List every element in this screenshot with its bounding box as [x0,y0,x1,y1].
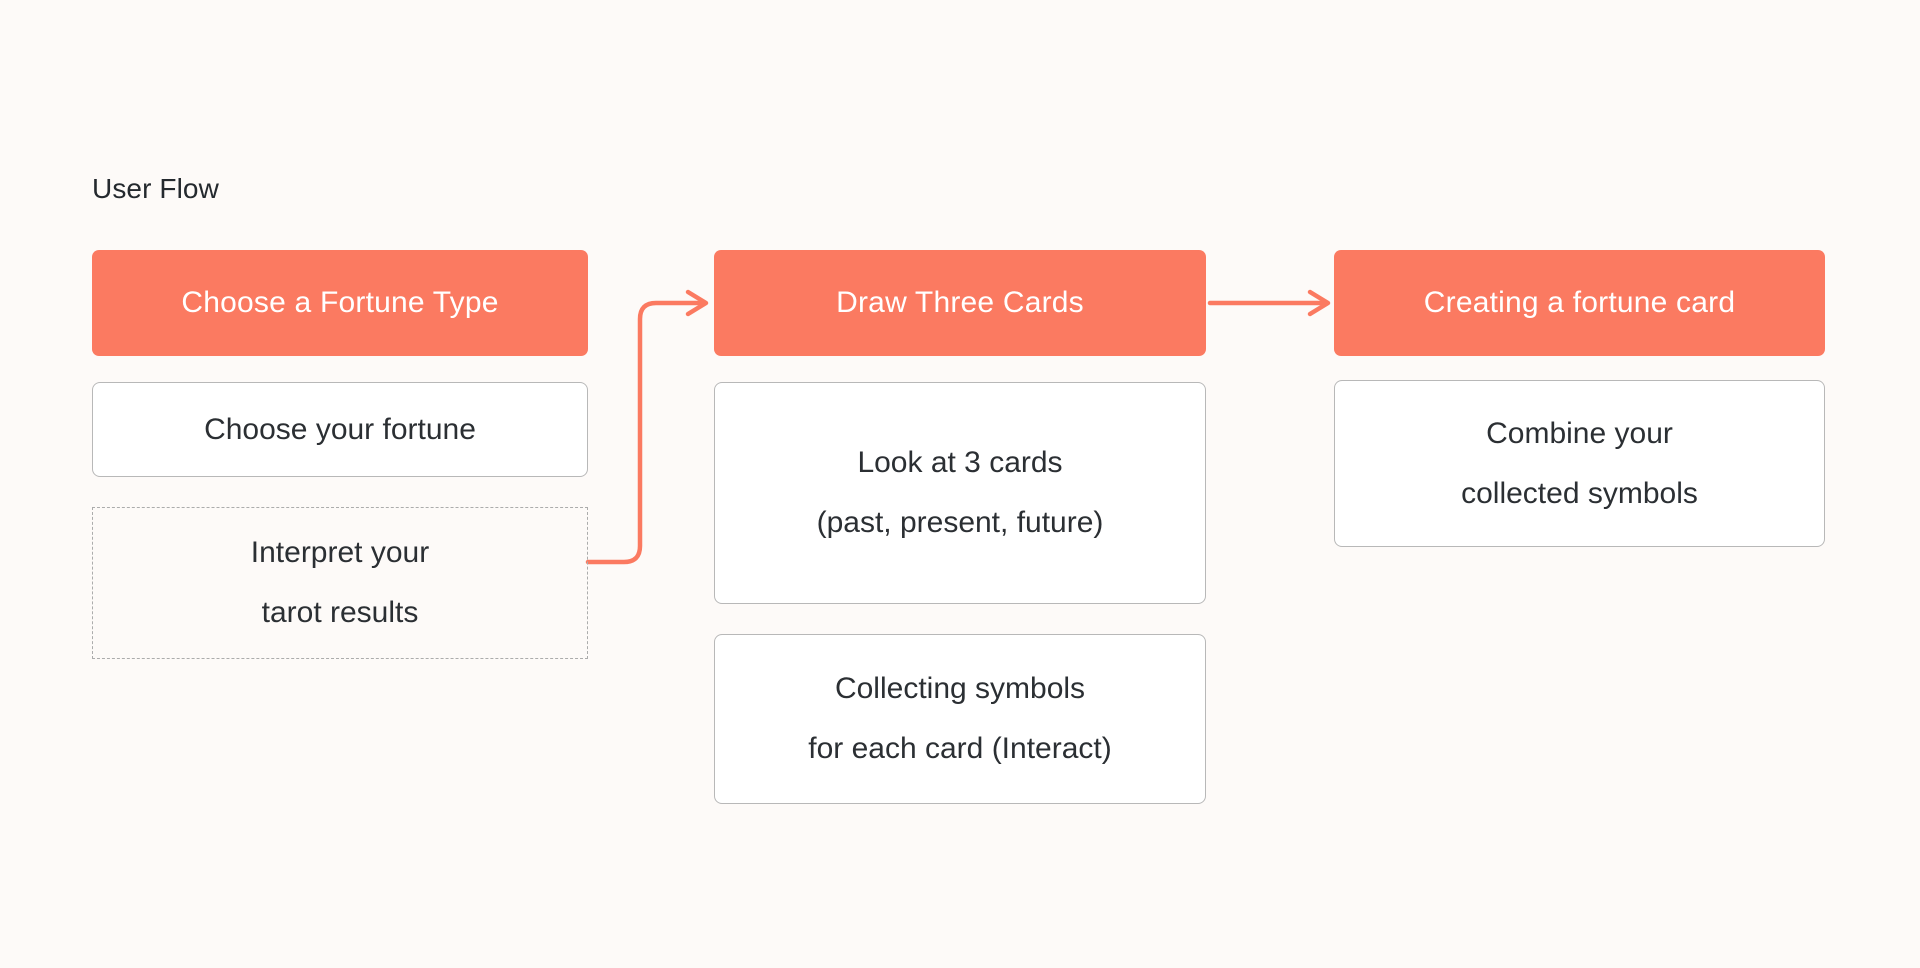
flow-step-label: Choose your fortune [204,412,476,446]
flow-header-creating-a-fortune-card[interactable]: Creating a fortune card [1334,250,1825,356]
page-title: User Flow [92,173,219,204]
flow-step-label-line-2: collected symbols [1461,476,1698,510]
arrowhead-interpret-to-draw [685,289,709,317]
flow-step-label-line-2: for each card (Interact) [808,732,1112,765]
arrowhead-draw-to-creating [1307,289,1331,317]
flow-step-label-line-1: Combine your [1486,416,1673,450]
flow-column-draw-three-cards: Draw Three Cards Look at 3 cards (past, … [714,250,1206,804]
flow-step-look-at-3-cards[interactable]: Look at 3 cards (past, present, future) [714,382,1206,604]
connector-interpret-to-draw [585,300,703,565]
flow-step-label-line-1: Collecting symbols [834,672,1086,705]
flow-step-label-line-1: Look at 3 cards [857,446,1063,479]
flow-step-label-line-2: tarot results [261,596,419,629]
flow-step-choose-your-fortune[interactable]: Choose your fortune [92,382,588,477]
flow-step-label-line-1: Interpret your [250,536,430,569]
flow-step-label-line-2: (past, present, future) [816,506,1104,539]
flow-step-collecting-symbols[interactable]: Collecting symbols for each card (Intera… [714,634,1206,804]
flow-step-interpret-tarot-results[interactable]: Interpret your tarot results [92,507,588,659]
flow-header-draw-three-cards[interactable]: Draw Three Cards [714,250,1206,356]
flow-header-choose-fortune-type[interactable]: Choose a Fortune Type [92,250,588,356]
flow-step-combine-collected-symbols[interactable]: Combine your collected symbols [1334,380,1825,547]
flow-column-choose-fortune-type: Choose a Fortune Type Choose your fortun… [92,250,588,659]
flow-column-creating-a-fortune-card: Creating a fortune card Combine your col… [1334,250,1825,547]
